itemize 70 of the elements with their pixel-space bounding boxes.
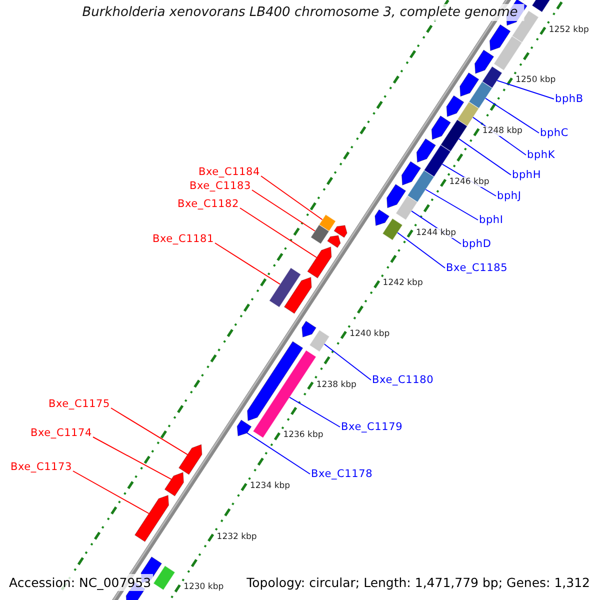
leader-line (246, 432, 310, 474)
position-label: 1234 kbp (248, 481, 292, 491)
position-label: 1242 kbp (382, 278, 424, 288)
position-label: 1250 kbp (514, 75, 557, 86)
leader-line (240, 208, 318, 258)
gene-feature (334, 224, 348, 238)
gene-feature (431, 115, 451, 140)
gene-feature (424, 144, 452, 178)
leader-line (458, 138, 512, 176)
leader-line (324, 344, 372, 380)
gene-feature (309, 330, 330, 352)
position-label: 1246 kbp (448, 176, 490, 187)
gene-label: Bxe_C1179 (341, 421, 403, 434)
leader-line (252, 190, 316, 232)
gene-feature (386, 184, 406, 208)
gene-label: Bxe_C1182 (177, 198, 239, 211)
leader-line (485, 98, 540, 134)
position-label: 1252 kbp (548, 24, 590, 35)
leader-line (289, 396, 340, 428)
gene-label: Bxe_C1173 (10, 461, 72, 474)
gene-label: bphD (462, 238, 492, 251)
gene-feature (440, 119, 468, 152)
leader-line (72, 470, 150, 514)
gene-label: bphK (527, 149, 556, 162)
gene-feature (401, 161, 422, 186)
gene-feature (327, 235, 341, 248)
gene-label: bphI (479, 214, 504, 227)
leader-line (214, 242, 280, 285)
gene-feature (416, 138, 436, 163)
gene-feature (460, 72, 480, 97)
gene-label: bphJ (497, 190, 522, 203)
position-label: 1232 kbp (216, 532, 258, 542)
gene-feature (178, 444, 202, 475)
gene-label: Bxe_C1183 (189, 180, 251, 193)
position-label: 1238 kbp (315, 380, 358, 390)
gene-label: bphB (555, 93, 584, 106)
gene-feature (374, 209, 390, 226)
gene-feature (489, 24, 511, 52)
accession-text: Accession: NC_007953 (7, 574, 154, 591)
leader-line (496, 80, 554, 100)
gene-feature (134, 494, 170, 542)
gene-label: bphH (512, 169, 542, 182)
leader-line (92, 436, 172, 480)
leader-line (110, 408, 188, 456)
gene-label: Bxe_C1185 (446, 262, 508, 275)
gene-feature (493, 36, 522, 71)
gene-label: Bxe_C1175 (48, 398, 110, 411)
gene-label: Bxe_C1174 (30, 427, 92, 440)
position-label: 1230 kbp (182, 582, 225, 592)
gene-feature (247, 341, 304, 422)
gene-feature (395, 195, 418, 220)
gene-feature (318, 214, 336, 232)
leader-line (260, 176, 323, 220)
position-label: 1244 kbp (415, 228, 458, 238)
gene-feature (284, 276, 312, 314)
gene-feature (164, 472, 184, 496)
position-label: 1248 kbp (481, 126, 524, 136)
gene-label: Bxe_C1178 (311, 468, 373, 481)
gene-feature (307, 246, 332, 278)
gene-label: Bxe_C1181 (152, 233, 214, 246)
leader-line (425, 189, 478, 220)
gene-feature (456, 101, 480, 127)
gene-label: Bxe_C1184 (198, 166, 260, 179)
position-label: 1236 kbp (282, 430, 324, 440)
gene-label: Bxe_C1180 (372, 374, 434, 387)
gene-feature (446, 95, 464, 118)
gene-feature (482, 66, 503, 89)
gene-feature (302, 320, 316, 338)
gene-label: bphC (540, 127, 569, 140)
position-label: 1240 kbp (348, 328, 391, 339)
